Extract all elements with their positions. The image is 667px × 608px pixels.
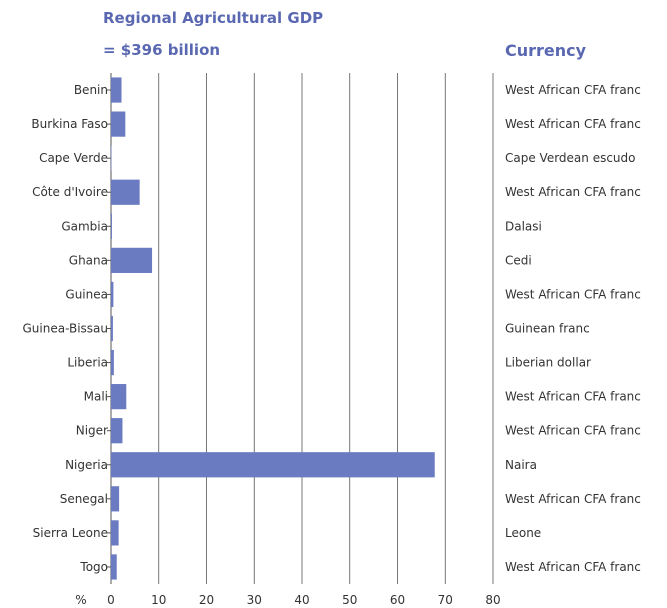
- x-tick-label: 50: [342, 593, 357, 607]
- currency-header: Currency: [505, 41, 587, 60]
- category-label: Guinea: [65, 287, 108, 301]
- currency-label: Leone: [505, 526, 541, 540]
- bar: [111, 418, 123, 444]
- category-label: Cape Verde: [39, 151, 108, 165]
- category-label: Nigeria: [65, 458, 108, 472]
- currency-label: Cape Verdean escudo: [505, 151, 636, 165]
- category-label: Ghana: [69, 253, 108, 267]
- category-label: Mali: [84, 390, 108, 404]
- bar: [111, 213, 112, 239]
- bar: [111, 111, 126, 137]
- currency-label: Cedi: [505, 253, 532, 267]
- bar: [111, 77, 122, 103]
- x-tick-label: 10: [151, 593, 166, 607]
- bar: [111, 281, 114, 308]
- category-label: Gambia: [61, 219, 108, 233]
- currency-label: West African CFA franc: [505, 287, 641, 301]
- currency-label: West African CFA franc: [505, 424, 641, 438]
- x-tick-label: 20: [199, 593, 214, 607]
- currency-label: West African CFA franc: [505, 390, 641, 404]
- category-label: Côte d'Ivoire: [32, 185, 108, 199]
- chart-subtitle: = $396 billion: [103, 41, 221, 59]
- currency-label: West African CFA franc: [505, 83, 641, 97]
- x-tick-label: 70: [438, 593, 453, 607]
- bar: [111, 247, 153, 273]
- bar: [111, 179, 140, 205]
- bar: [111, 452, 435, 478]
- bar: [111, 554, 117, 580]
- x-tick-label: 0: [107, 593, 115, 607]
- category-label: Liberia: [67, 356, 108, 370]
- bar: [111, 384, 127, 410]
- x-axis-label: %: [75, 593, 86, 607]
- bar: [111, 349, 114, 376]
- chart-title: Regional Agricultural GDP: [103, 9, 324, 27]
- currency-label: Liberian dollar: [505, 356, 591, 370]
- x-tick-label: 30: [247, 593, 262, 607]
- x-tick-label: 80: [485, 593, 500, 607]
- x-tick-label: 60: [390, 593, 405, 607]
- currency-label: West African CFA franc: [505, 492, 641, 506]
- category-label: Sierra Leone: [33, 526, 108, 540]
- bar: [111, 145, 112, 171]
- category-label: Burkina Faso: [31, 117, 108, 131]
- x-tick-label: 40: [294, 593, 309, 607]
- currency-label: West African CFA franc: [505, 560, 641, 574]
- currency-label: West African CFA franc: [505, 185, 641, 199]
- currency-label: Guinean franc: [505, 322, 590, 336]
- category-label: Niger: [76, 424, 108, 438]
- category-label: Senegal: [60, 492, 108, 506]
- bar: [111, 315, 113, 342]
- category-label: Guinea-Bissau: [22, 322, 108, 336]
- currency-label: Dalasi: [505, 219, 542, 233]
- category-label: Togo: [79, 560, 108, 574]
- currency-label: Naira: [505, 458, 537, 472]
- bar: [111, 520, 119, 546]
- category-label: Benin: [74, 83, 108, 97]
- bar: [111, 486, 120, 512]
- currency-label: West African CFA franc: [505, 117, 641, 131]
